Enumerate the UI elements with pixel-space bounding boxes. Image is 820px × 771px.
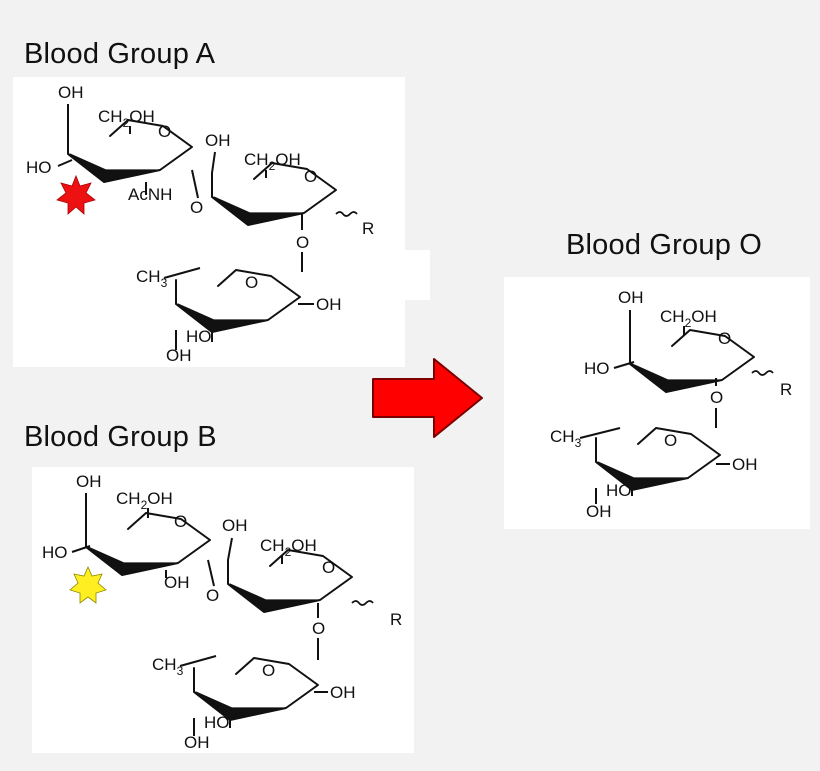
svg-text:CH3: CH3 <box>136 267 168 290</box>
red-star-icon <box>56 174 96 215</box>
svg-text:O: O <box>710 388 723 407</box>
oh-label: OH <box>58 83 84 102</box>
svg-text:OH: OH <box>732 455 758 474</box>
svg-text:OH: OH <box>184 733 210 752</box>
svg-text:HO: HO <box>42 543 68 562</box>
title-blood-group-b: Blood Group B <box>24 421 217 453</box>
svg-text:O: O <box>262 661 275 680</box>
svg-text:O: O <box>174 512 187 531</box>
svg-text:OH: OH <box>205 131 231 150</box>
acnh-label: AcNH <box>128 185 172 204</box>
svg-text:OH: OH <box>618 288 644 307</box>
svg-text:CH2OH: CH2OH <box>244 150 301 173</box>
terminal-sugar-b: OH CH2OH O HO OH <box>42 472 211 592</box>
ch3-label: CH <box>136 267 161 286</box>
svg-text:O: O <box>664 431 677 450</box>
fucose-a: CH3 O OH HO OH <box>136 267 342 365</box>
glycosidic-oxygen-label: O <box>190 198 203 217</box>
svg-text:R: R <box>390 610 402 629</box>
fucose-o: CH3 O OH HO OH <box>550 427 758 521</box>
ch2oh-label: CH <box>98 107 123 126</box>
svg-text:CH3: CH3 <box>152 655 184 678</box>
svg-text:HO: HO <box>186 327 212 346</box>
ring-oxygen-label: O <box>158 122 171 141</box>
galactose-core-a: OH CH2OH O R O <box>205 131 374 272</box>
svg-text:O: O <box>718 329 731 348</box>
svg-text:O: O <box>304 167 317 186</box>
svg-text:OH: OH <box>222 516 248 535</box>
svg-text:CH2OH: CH2OH <box>116 489 173 512</box>
r-group-label: R <box>362 219 374 238</box>
yellow-star-icon <box>69 566 107 604</box>
terminal-sugar-a: OH CH2OH O HO AcNH <box>26 83 193 204</box>
structure-panel-a-extension <box>330 250 430 300</box>
svg-text:CH2OH: CH2OH <box>98 107 155 130</box>
conversion-arrow-icon <box>372 358 483 438</box>
title-blood-group-o: Blood Group O <box>566 229 763 261</box>
title-blood-group-a: Blood Group A <box>24 38 216 70</box>
structure-panel-o-extension <box>510 282 570 330</box>
galactose-core-o: OH CH2OH O HO R O <box>584 288 792 428</box>
svg-text:R: R <box>780 380 792 399</box>
svg-text:HO: HO <box>606 481 632 500</box>
svg-text:OH: OH <box>164 573 190 592</box>
fucose-b: CH3 O OH HO OH <box>152 655 356 752</box>
svg-text:OH: OH <box>166 346 192 365</box>
svg-text:CH2OH: CH2OH <box>660 307 717 330</box>
svg-text:O: O <box>245 273 258 292</box>
svg-text:O: O <box>312 619 325 638</box>
svg-text:OH: OH <box>586 502 612 521</box>
svg-text:O: O <box>206 586 219 605</box>
svg-text:CH2OH: CH2OH <box>260 536 317 559</box>
svg-text:OH: OH <box>316 295 342 314</box>
svg-text:O: O <box>296 233 309 252</box>
svg-text:HO: HO <box>204 713 230 732</box>
galactose-core-b: OH CH2OH O R O <box>222 516 402 660</box>
svg-text:OH: OH <box>76 472 102 491</box>
ho-label: HO <box>26 158 52 177</box>
svg-text:OH: OH <box>330 683 356 702</box>
svg-text:CH3: CH3 <box>550 427 582 450</box>
svg-text:HO: HO <box>584 359 610 378</box>
svg-text:O: O <box>322 558 335 577</box>
